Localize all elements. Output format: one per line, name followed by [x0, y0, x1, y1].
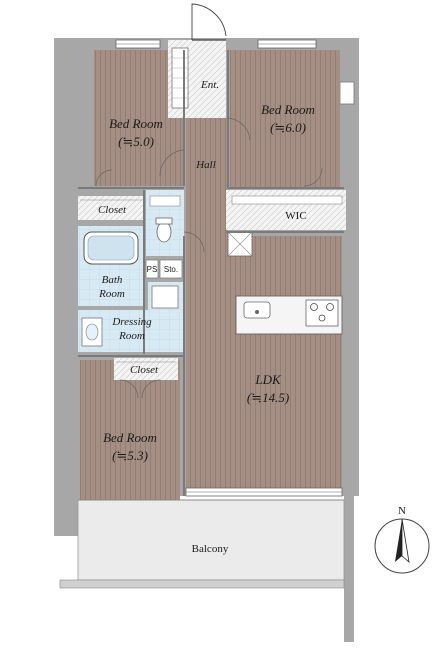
bedroom-3-name: Bed Room — [103, 430, 157, 445]
closet-2-label: Closet — [130, 364, 159, 376]
wic-label: WIC — [285, 210, 306, 222]
dressing-label-line2: Room — [118, 330, 145, 342]
balcony-label: Balcony — [192, 543, 229, 555]
dressing-label-line1: Dressing — [111, 316, 152, 328]
front-door-swing — [191, 3, 227, 40]
compass-needle-right — [401, 518, 410, 564]
hall-label: Hall — [195, 159, 216, 171]
bedroom-1-size: (≒5.0) — [118, 134, 154, 149]
storage-label: Sto. — [164, 265, 178, 274]
ps-label: PS — [147, 265, 158, 274]
interior-doors — [95, 117, 323, 399]
entrance-label: Ent. — [200, 79, 219, 91]
bedroom-3-floor — [80, 360, 180, 510]
compass-north-label: N — [398, 505, 406, 517]
bath-label-line2: Room — [98, 288, 125, 300]
compass-needle-left — [395, 519, 402, 562]
storage-room — [159, 259, 183, 279]
balcony-floor — [77, 499, 345, 581]
ldk-size: (≒14.5) — [247, 390, 289, 405]
toilet — [156, 221, 172, 243]
hall-floor — [186, 118, 228, 236]
wic-shelf — [231, 195, 343, 205]
cooktop — [305, 299, 339, 327]
bedroom-2-floor — [230, 50, 340, 188]
pipe-space — [145, 259, 159, 279]
bedroom-2-size: (≒6.0) — [270, 120, 306, 135]
bedroom-3-size: (≒5.3) — [112, 448, 148, 463]
washing-machine — [151, 285, 179, 309]
closet-1-label: Closet — [98, 204, 127, 216]
bath-label-line1: Bath — [102, 274, 123, 286]
bedroom-1-name: Bed Room — [109, 116, 163, 131]
bedroom-2-name: Bed Room — [261, 102, 315, 117]
ldk-name: LDK — [254, 372, 282, 387]
north-compass: N — [374, 505, 430, 574]
interior-partitions — [78, 50, 344, 496]
